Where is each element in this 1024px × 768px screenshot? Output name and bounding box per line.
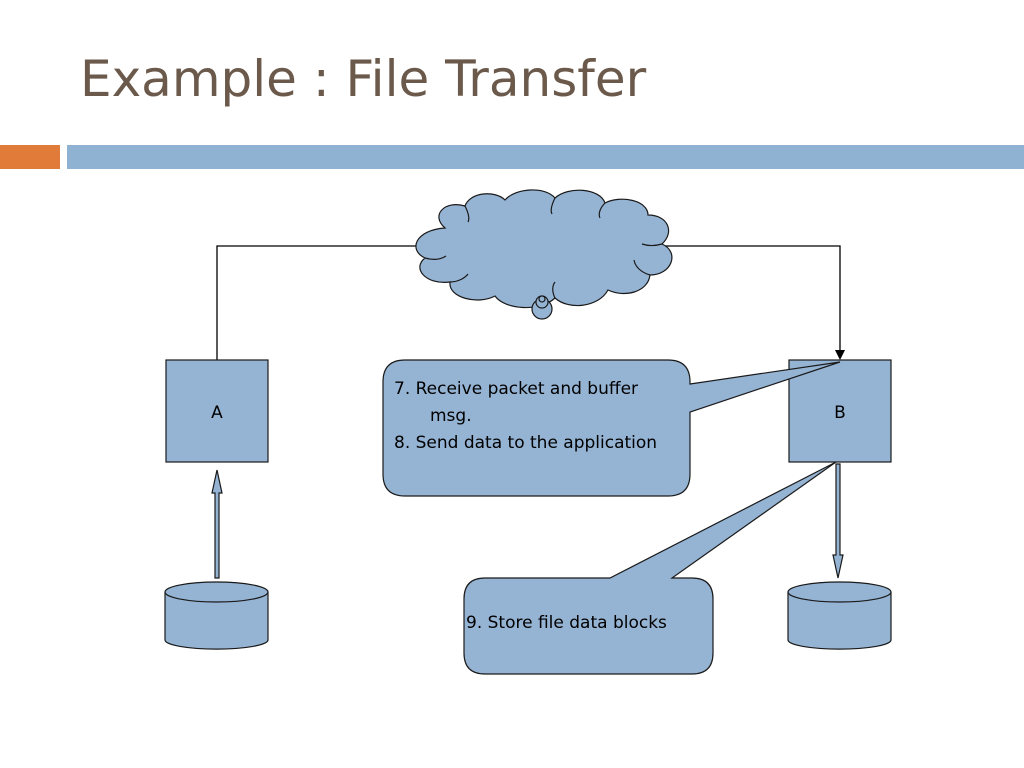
node-a-box bbox=[165, 359, 269, 463]
title-underline-bar bbox=[67, 145, 1024, 169]
link-a-to-network bbox=[216, 245, 430, 360]
arrow-b-to-disk bbox=[832, 463, 844, 579]
callout-receive-line-3: 8. Send data to the application bbox=[394, 433, 657, 453]
node-b-label: B bbox=[834, 403, 846, 423]
arrowhead-into-b bbox=[835, 350, 845, 360]
callout-receive-line-2: msg. bbox=[430, 406, 472, 426]
node-a-label: A bbox=[211, 403, 223, 423]
title-accent-bar bbox=[0, 145, 60, 169]
callout-store bbox=[463, 461, 837, 675]
storage-disk-b bbox=[787, 581, 892, 650]
arrow-disk-to-a bbox=[211, 469, 223, 579]
storage-disk-a bbox=[164, 581, 269, 650]
callout-store-line-1: 9. Store file data blocks bbox=[466, 613, 667, 633]
callout-receive bbox=[382, 359, 841, 497]
link-network-to-b bbox=[660, 245, 841, 352]
network-cloud bbox=[415, 189, 673, 320]
slide-title: Example : File Transfer bbox=[80, 50, 647, 108]
node-b-box bbox=[788, 359, 892, 463]
callout-receive-line-1: 7. Receive packet and buffer bbox=[394, 379, 638, 399]
